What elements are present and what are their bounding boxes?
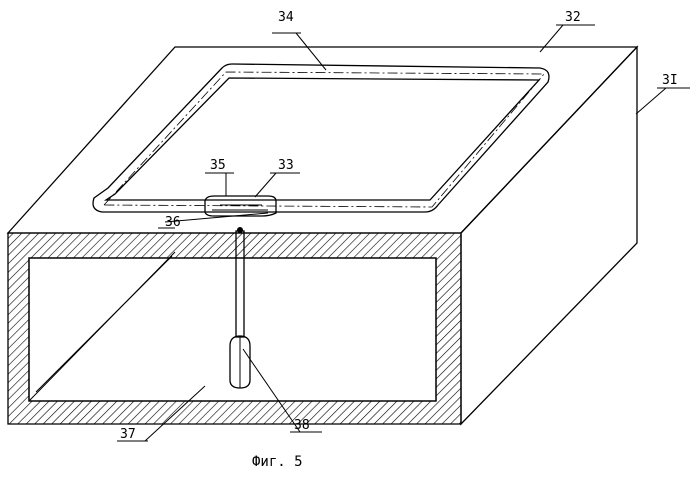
cavity-depth-edge-lower [36, 256, 172, 392]
label-38: 38 [294, 418, 310, 433]
label-35: 35 [210, 158, 226, 173]
label-36: 36 [165, 215, 181, 230]
tube-highlight [104, 72, 544, 207]
label-31: 3I [662, 73, 678, 88]
central-coupling [165, 196, 276, 233]
frame-tube [93, 64, 549, 212]
leader-31 [636, 88, 666, 114]
box-top-face [8, 47, 637, 233]
probe-entry-point [237, 227, 243, 233]
tube-outer-outline [93, 64, 549, 212]
box-inner-cavity [29, 258, 436, 401]
box-body [8, 47, 637, 424]
box-right-face [461, 47, 637, 424]
label-32: 32 [565, 10, 581, 25]
label-34: 34 [278, 10, 294, 25]
box-front-wall-section [8, 233, 461, 424]
leader-32 [540, 25, 563, 52]
leader-33 [255, 173, 276, 197]
label-33: 33 [278, 158, 294, 173]
label-37: 37 [120, 427, 136, 442]
tube-inner-outline [106, 78, 539, 200]
figure-caption: Фиг. 5 [252, 454, 303, 470]
